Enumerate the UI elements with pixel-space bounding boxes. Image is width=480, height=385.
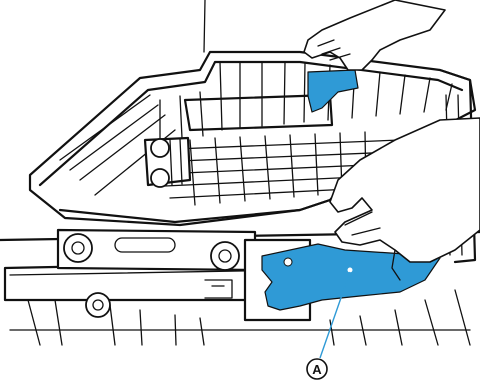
rail-top-post <box>204 0 205 52</box>
rack-adjuster-handle-back <box>308 70 358 112</box>
left-rack-bracket <box>145 138 190 187</box>
callout-a-label: A <box>312 362 322 377</box>
hand-back <box>304 0 445 70</box>
